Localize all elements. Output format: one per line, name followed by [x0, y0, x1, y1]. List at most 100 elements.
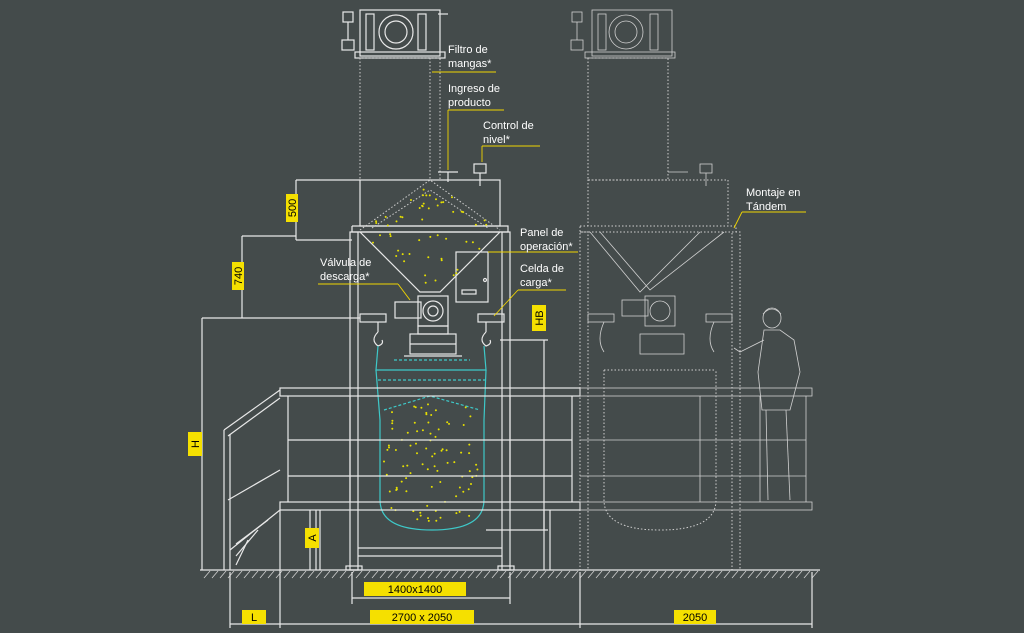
label-control-line1: Control de	[483, 120, 534, 132]
product-particle	[397, 249, 400, 252]
hatch-line	[283, 570, 291, 579]
hatch-line	[387, 570, 395, 579]
product-particle	[399, 215, 402, 218]
product-particle	[395, 255, 398, 257]
hatch-line	[499, 570, 507, 579]
product-particle	[412, 510, 415, 513]
product-particle	[427, 256, 430, 259]
product-particle	[428, 194, 431, 197]
hatch-line	[611, 570, 619, 579]
hatch-line	[811, 570, 819, 579]
hatch-line	[755, 570, 763, 579]
product-particle	[429, 235, 432, 238]
product-particle	[434, 435, 437, 438]
hatch-line	[531, 570, 539, 579]
callouts: Filtro de mangas* Ingreso de producto Co…	[318, 44, 806, 317]
hatch-line	[331, 570, 339, 579]
product-particle	[440, 257, 443, 260]
product-particle	[427, 517, 429, 520]
product-particle	[427, 403, 429, 406]
product-particle	[409, 472, 412, 475]
hatch-line	[699, 570, 707, 579]
product-particle	[401, 216, 404, 219]
hatch-line	[483, 570, 491, 579]
product-particle	[433, 465, 436, 468]
hatch-line	[515, 570, 523, 579]
hatch-line	[635, 570, 643, 579]
hatch-line	[459, 570, 467, 579]
label-filtro-line2: mangas*	[448, 58, 492, 70]
product-particle	[400, 480, 403, 483]
hatch-line	[427, 570, 435, 579]
product-particle	[421, 204, 424, 207]
hatch-line	[667, 570, 675, 579]
hatch-line	[731, 570, 739, 579]
level-sensor-left	[473, 163, 487, 186]
hatch-line	[691, 570, 699, 579]
load-cell-left	[359, 313, 387, 347]
hatch-line	[803, 570, 811, 579]
product-particle	[445, 237, 448, 240]
product-particle	[435, 519, 438, 522]
product-particle	[418, 207, 421, 209]
product-particle	[427, 207, 430, 210]
hatch-line	[435, 570, 443, 579]
hatch-line	[539, 570, 547, 579]
hatch-line	[683, 570, 691, 579]
product-particle	[386, 448, 389, 451]
label-panel-line1: Panel de	[520, 227, 563, 239]
product-particle	[375, 222, 378, 224]
product-particle	[445, 449, 448, 452]
product-particle	[405, 490, 408, 493]
hatch-line	[291, 570, 299, 579]
product-particle	[435, 198, 437, 201]
filter-unit-right	[570, 9, 676, 59]
product-particle	[395, 486, 398, 489]
product-particle	[460, 210, 463, 213]
stairs	[223, 389, 281, 570]
hatch-line	[571, 570, 579, 579]
product-particle	[468, 514, 471, 517]
product-particle	[384, 215, 387, 218]
product-particle	[421, 218, 424, 221]
hatch-line	[659, 570, 667, 579]
product-particle	[434, 409, 437, 412]
hatch-line	[595, 570, 603, 579]
label-ingreso-line1: Ingreso de	[448, 83, 500, 95]
product-particle	[430, 414, 433, 416]
ground-hatch	[203, 570, 819, 579]
product-particle	[468, 443, 471, 446]
hatch-line	[323, 570, 331, 579]
product-particle	[394, 449, 397, 451]
product-particle	[458, 510, 461, 513]
product-particle	[372, 241, 374, 244]
product-particle	[442, 201, 445, 204]
product-particle	[441, 448, 444, 451]
product-particle	[402, 465, 405, 468]
label-montaje-line2: Tándem	[746, 201, 786, 213]
product-particle	[391, 419, 394, 422]
hatch-line	[619, 570, 627, 579]
product-particle	[413, 421, 416, 424]
hatch-line	[203, 570, 211, 579]
operation-panel	[455, 251, 489, 303]
product-particle	[452, 274, 455, 277]
hatch-line	[643, 570, 651, 579]
dimension-tags: 500 740 HB H A 1400x1400 L 2700 x 2050 2…	[188, 194, 716, 624]
product-particle	[422, 194, 424, 197]
hatch-line	[339, 570, 347, 579]
hatch-line	[779, 570, 787, 579]
product-particle	[389, 233, 392, 236]
hatch-line	[299, 570, 307, 579]
hatch-line	[451, 570, 459, 579]
label-celda-line2: carga*	[520, 277, 553, 289]
hatch-line	[411, 570, 419, 579]
product-particle	[385, 473, 388, 476]
product-particle	[425, 194, 428, 197]
label-panel-line2: operación*	[520, 241, 573, 253]
product-particle	[469, 415, 472, 418]
dim-2050: 2050	[683, 612, 707, 624]
product-particle	[427, 519, 430, 522]
product-particle	[456, 268, 459, 271]
